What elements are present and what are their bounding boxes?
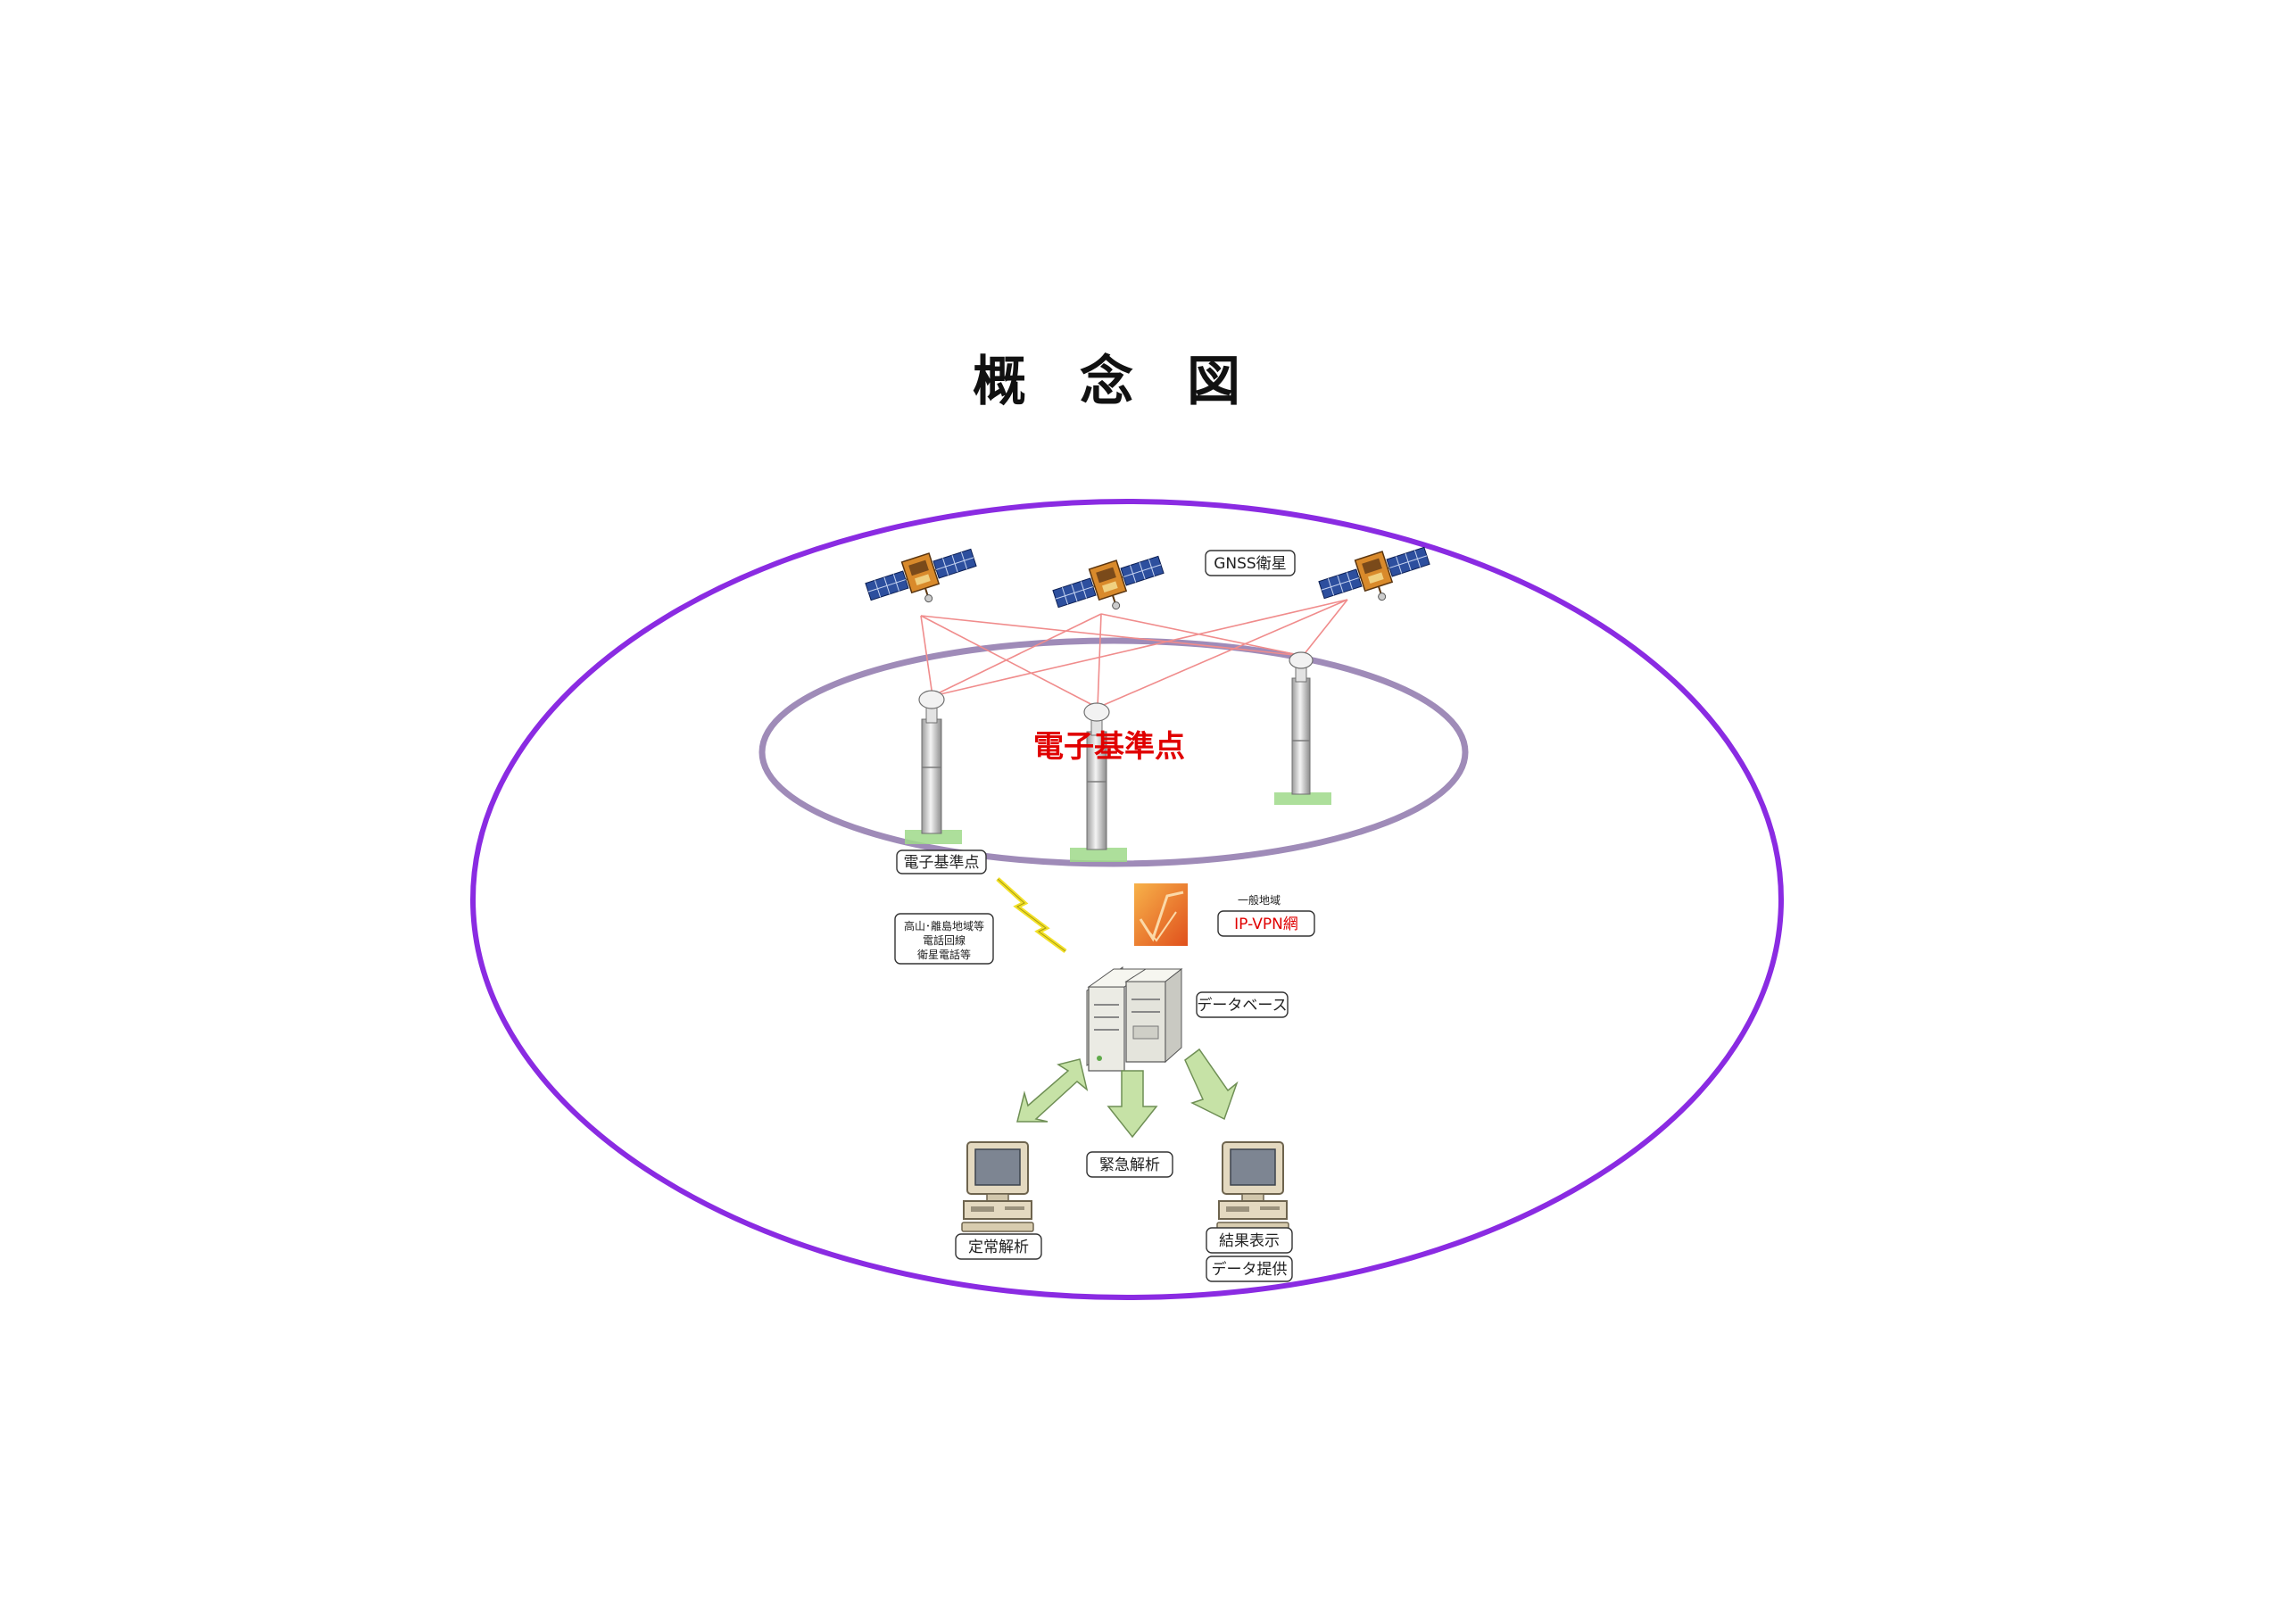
general-area-label: 一般地域 <box>1238 893 1281 907</box>
lightning-icon <box>996 877 1067 954</box>
gnss-antenna-icon <box>1070 702 1127 862</box>
satellite-icon <box>861 539 983 620</box>
outer-system-ellipse <box>470 499 1784 1300</box>
database-label: データベース <box>1197 996 1287 1015</box>
down-arrow-icon <box>1107 1070 1158 1139</box>
remote-area-label: 高山･離島地域等 <box>904 919 984 932</box>
page-title: 概 念 図 <box>973 351 1240 413</box>
station-area-label: 電子基準点 <box>1033 729 1185 765</box>
down-right-arrow-icon <box>1184 1048 1239 1121</box>
ip-vpn-network-icon <box>1134 883 1188 946</box>
data-provision-callout: データ提供 <box>1206 1256 1293 1282</box>
telephone-line-label: 電話回線 <box>923 933 966 947</box>
ip-vpn-label: IP-VPN網 <box>1234 916 1298 933</box>
bidirectional-arrow-icon <box>1016 1058 1089 1123</box>
satellite-phone-label: 衛星電話等 <box>917 948 971 961</box>
computer-icon <box>961 1141 1034 1232</box>
results-display-callout: 結果表示 <box>1206 1227 1293 1254</box>
remote-area-callout: 高山･離島地域等 電話回線 衛星電話等 <box>894 913 994 965</box>
station-area-ellipse <box>758 637 1469 867</box>
data-provision-label: データ提供 <box>1212 1260 1288 1279</box>
station-callout: 電子基準点 <box>896 849 987 874</box>
routine-analysis-label: 定常解析 <box>968 1239 1029 1256</box>
gnss-satellite-label: GNSS衛星 <box>1214 555 1286 573</box>
gnss-antenna-icon <box>1274 651 1331 805</box>
results-display-label: 結果表示 <box>1219 1232 1280 1250</box>
gnss-antenna-icon <box>905 690 962 844</box>
ip-vpn-callout: 一般地域 IP-VPN網 <box>1217 893 1315 937</box>
database-callout: データベース <box>1196 991 1289 1018</box>
routine-analysis-callout: 定常解析 <box>955 1233 1042 1260</box>
satellite-icon <box>1049 546 1171 627</box>
emergency-analysis-callout: 緊急解析 <box>1086 1151 1173 1178</box>
computer-icon <box>1216 1141 1289 1232</box>
gnss-satellite-callout: GNSS衛星 <box>1205 550 1296 576</box>
station-callout-label: 電子基準点 <box>904 854 980 872</box>
satellite-signal-lines <box>920 599 1348 709</box>
server-icon <box>1086 966 1183 1072</box>
emergency-analysis-label: 緊急解析 <box>1099 1156 1160 1174</box>
